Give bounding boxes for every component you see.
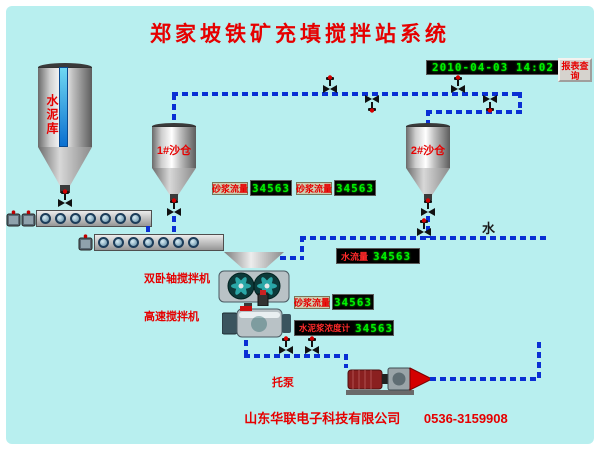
valve-icon[interactable] — [482, 94, 498, 113]
screw-conveyor-2 — [94, 234, 224, 251]
scada-canvas: 郑家坡铁矿充填搅拌站系统 2010-04-03 14:02 报表查询 水泥库 — [6, 6, 594, 444]
pipe-segment — [172, 216, 176, 234]
sand-silo-1-cone — [152, 168, 196, 196]
pipe-segment — [518, 92, 522, 112]
sand-silo-1-body — [152, 126, 196, 168]
motor-icon — [21, 210, 36, 227]
water-label: 水 — [482, 221, 496, 236]
slurry-density-value: 34563 — [355, 321, 394, 335]
valve-icon[interactable] — [416, 218, 432, 237]
pipe-segment — [300, 236, 550, 240]
water-flow-value: 34563 — [373, 249, 412, 263]
twin-shaft-mixer-body — [218, 270, 290, 303]
slurry-flow-1-value: 34563 — [250, 180, 292, 196]
motor-icon — [78, 234, 93, 251]
sand-silo-2-body — [406, 126, 450, 168]
valve-icon[interactable] — [304, 336, 320, 355]
valve-icon[interactable] — [57, 189, 73, 208]
valve-icon[interactable] — [166, 198, 182, 217]
sand-silo-1-label: 1#沙仓 — [156, 145, 192, 157]
fan-icon — [227, 272, 255, 300]
water-flow-display: 水流量 34563 — [336, 248, 420, 264]
pipe-segment — [172, 92, 522, 96]
motor-icon — [6, 210, 21, 227]
cement-silo-cone — [38, 147, 92, 187]
cement-outlet — [60, 185, 70, 193]
pipe-segment — [344, 354, 348, 368]
slurry-flow-3-label: 砂浆流量 — [294, 296, 331, 309]
valve-icon[interactable] — [364, 94, 380, 113]
pipe-segment — [537, 342, 541, 380]
company-name: 山东华联电子科技有限公司 — [244, 411, 401, 426]
slurry-flow-1-label: 砂浆流量 — [212, 182, 249, 195]
phone-number: 0536-3159908 — [423, 411, 508, 426]
slurry-flow-2-value: 34563 — [334, 180, 376, 196]
pipe-segment — [244, 354, 348, 358]
footer: 山东华联电子科技有限公司 0536-3159908 — [156, 408, 594, 427]
datetime-display: 2010-04-03 14:02 — [426, 60, 560, 75]
slurry-flow-2-label: 砂浆流量 — [296, 182, 333, 195]
slurry-flow-3-value: 34563 — [332, 294, 374, 310]
page-title: 郑家坡铁矿充填搅拌站系统 — [150, 23, 450, 46]
pipe-segment — [426, 110, 430, 126]
pipe-segment — [426, 216, 430, 238]
sand-silo-1-outlet — [170, 194, 178, 200]
valve-icon[interactable] — [278, 336, 294, 355]
pipe-segment — [426, 110, 522, 114]
sand-silo-2-outlet — [424, 194, 432, 200]
report-query-button[interactable]: 报表查询 — [558, 58, 592, 82]
pipe-segment — [300, 236, 304, 258]
high-speed-mixer-body — [222, 306, 291, 338]
pump-icon — [346, 367, 434, 395]
mixer-funnel — [224, 252, 284, 268]
valve-icon[interactable] — [450, 75, 466, 94]
slurry-density-label: 水泥浆浓度计 — [299, 323, 351, 333]
pipe-segment — [146, 226, 150, 235]
pump-label: 托泵 — [272, 377, 294, 389]
sand-silo-2-cone — [406, 168, 450, 196]
pipe-segment — [244, 340, 248, 356]
valve-icon[interactable] — [322, 75, 338, 94]
slurry-density-display: 水泥浆浓度计 34563 — [294, 320, 394, 336]
mixer-motor-icon — [257, 290, 269, 306]
sand-silo-2-label: 2#沙仓 — [410, 145, 446, 157]
twin-shaft-mixer-label: 双卧轴搅拌机 — [144, 273, 210, 285]
pipe-segment — [430, 377, 540, 381]
cement-silo-label: 水泥库 — [45, 94, 59, 136]
screw-conveyor-1 — [36, 210, 152, 227]
pipe-segment — [280, 256, 304, 260]
valve-icon[interactable] — [420, 198, 436, 217]
high-speed-mixer-label: 高速搅拌机 — [144, 311, 199, 323]
pipe-segment — [172, 94, 176, 126]
water-flow-label: 水流量 — [341, 251, 369, 262]
cement-level-gauge — [59, 67, 68, 147]
